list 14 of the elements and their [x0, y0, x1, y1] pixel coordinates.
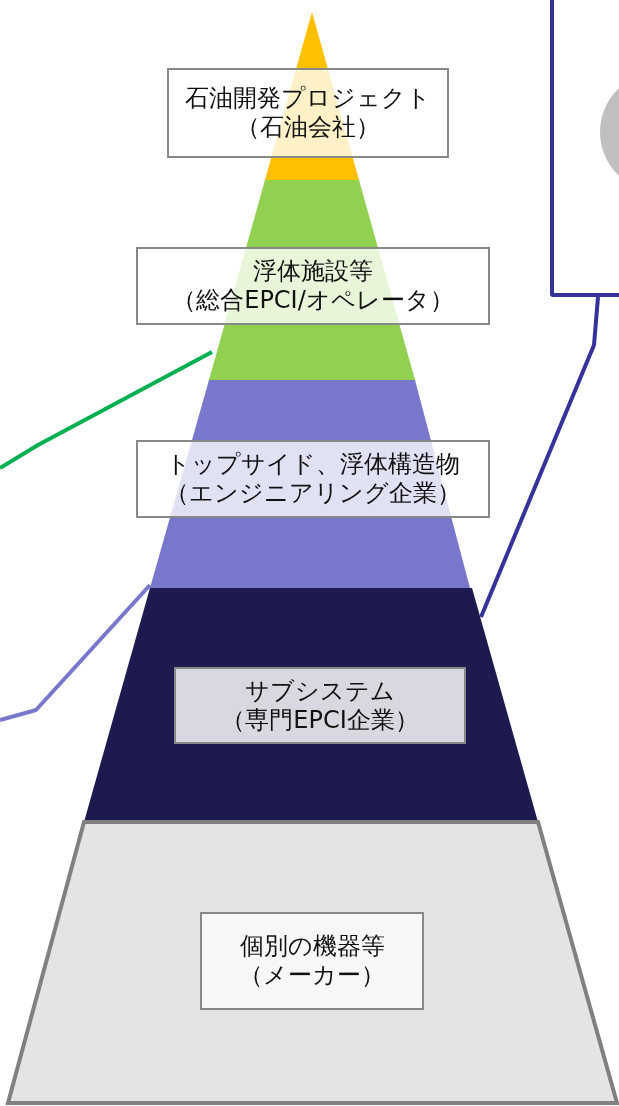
tier-label: 石油開発プロジェクト [185, 84, 431, 113]
tier-label: （石油会社） [236, 113, 380, 142]
tier-label: （エンジニアリング企業） [165, 479, 461, 508]
callout-box [550, 0, 619, 297]
tier-label: サブシステム [245, 676, 395, 706]
tier-label: 浮体施設等 [253, 257, 373, 286]
leader-line [479, 296, 600, 618]
tier-label: 個別の機器等 [239, 932, 385, 961]
tier-label: トップサイド、浮体構造物 [166, 450, 460, 479]
leader-line [0, 583, 152, 722]
leader-line [0, 350, 213, 470]
tier-label: （メーカー） [239, 961, 385, 990]
tier-label: （専門EPCI企業） [221, 705, 419, 735]
tier-label: （総合EPCI/オペレータ） [172, 286, 454, 315]
